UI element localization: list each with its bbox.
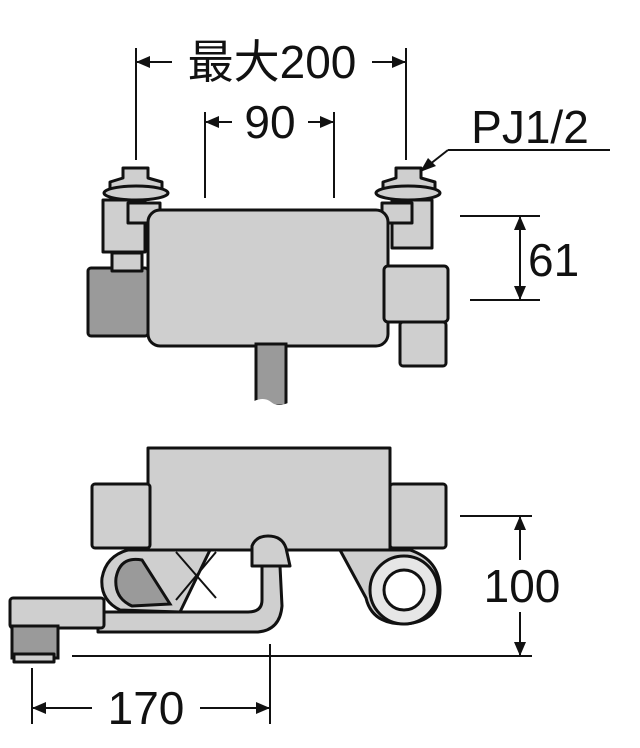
center-spacing-label: 90: [244, 96, 295, 148]
height-top-label: 61: [528, 234, 579, 286]
max-width-label: 最大200: [188, 36, 357, 88]
dimension-height-top: 61: [460, 215, 579, 301]
height-side-label: 100: [484, 560, 561, 612]
right-outlet: [382, 264, 450, 368]
right-wheel: [338, 548, 442, 626]
spout: [8, 596, 106, 664]
right-handle: [388, 482, 448, 550]
left-handle: [90, 482, 152, 550]
top-view: [86, 166, 450, 412]
spout-length-label: 170: [108, 682, 185, 734]
side-view: [8, 446, 448, 664]
dimension-height-side: 100: [72, 515, 561, 657]
dimension-max-width: 最大200: [135, 36, 407, 160]
dimension-connection: PJ1/2: [419, 101, 610, 173]
connection-label: PJ1/2: [471, 101, 589, 153]
main-body-side: [146, 446, 392, 552]
dimension-center-spacing: 90: [204, 96, 335, 198]
spout-pipe: [96, 534, 292, 634]
right-eccentric-leg: [374, 166, 442, 250]
main-body-top: [146, 208, 390, 348]
shower-outlet-pipe: [254, 342, 288, 408]
dimension-spout-length: 170: [31, 644, 271, 734]
